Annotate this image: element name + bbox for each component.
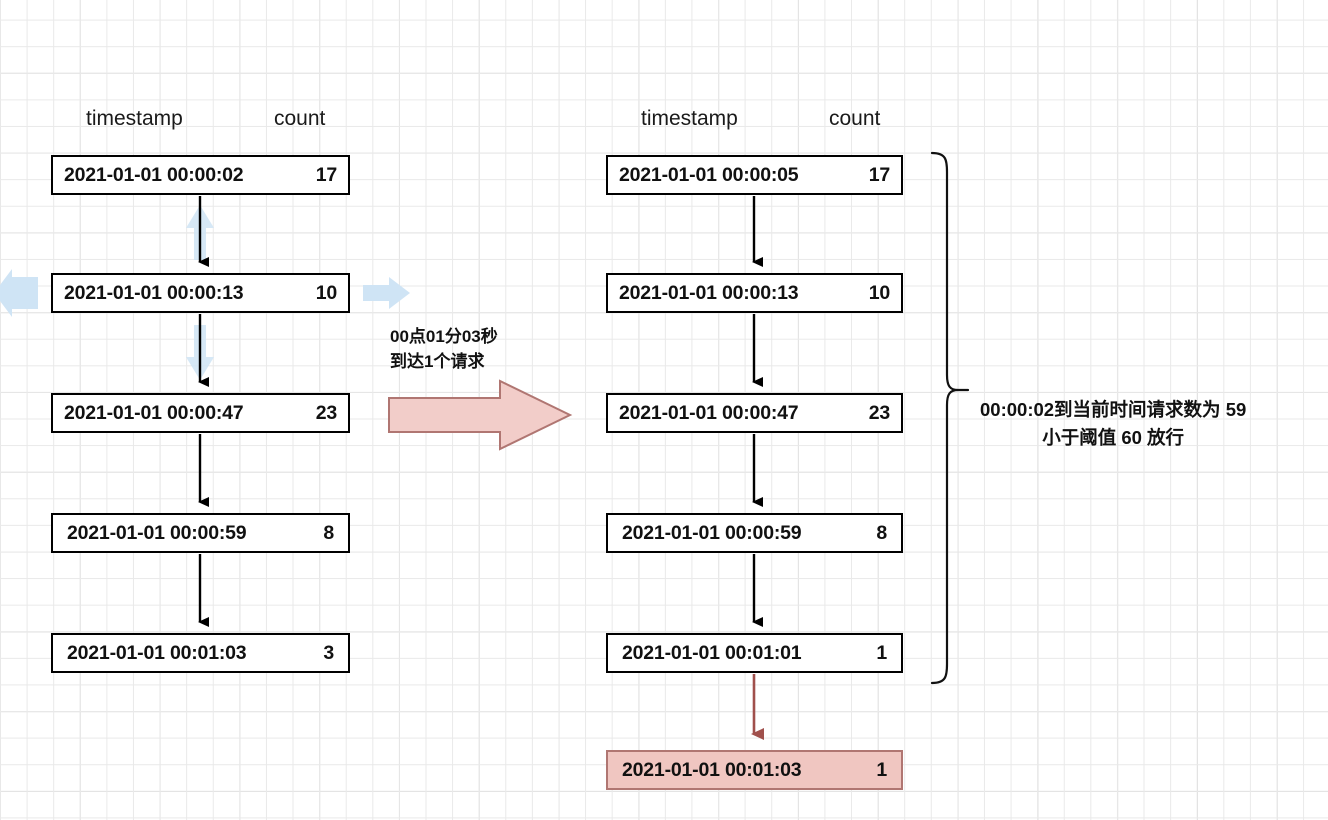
right-row-4-count: 8 [876, 521, 887, 544]
arrow-up-icon [186, 205, 214, 260]
block-arrow-right-icon [388, 379, 573, 451]
left-row-3[interactable]: 2021-01-01 00:00:47 23 [51, 393, 350, 433]
left-header-count: count [274, 107, 326, 130]
arrow-down-icon [186, 325, 214, 380]
right-header-count: count [829, 107, 881, 130]
right-new-row-timestamp: 2021-01-01 00:01:03 [622, 758, 802, 781]
right-row-5-count: 1 [876, 641, 887, 664]
right-new-row-count: 1 [876, 758, 887, 781]
transition-note-line2: 到达1个请求 [390, 351, 485, 371]
left-header-timestamp: timestamp [86, 107, 183, 130]
left-row-5[interactable]: 2021-01-01 00:01:03 3 [51, 633, 350, 673]
right-row-1-count: 17 [868, 163, 890, 186]
left-row-1-timestamp: 2021-01-01 00:00:02 [64, 163, 244, 186]
left-row-1-count: 17 [315, 163, 337, 186]
right-row-3[interactable]: 2021-01-01 00:00:47 23 [606, 393, 903, 433]
right-row-2[interactable]: 2021-01-01 00:00:13 10 [606, 273, 903, 313]
arrow-right-icon [363, 277, 410, 309]
left-row-1[interactable]: 2021-01-01 00:00:02 17 [51, 155, 350, 195]
left-row-3-count: 23 [315, 401, 337, 424]
right-row-1[interactable]: 2021-01-01 00:00:05 17 [606, 155, 903, 195]
left-row-4[interactable]: 2021-01-01 00:00:59 8 [51, 513, 350, 553]
right-row-3-count: 23 [868, 401, 890, 424]
curly-brace-icon [930, 151, 970, 685]
right-row-1-timestamp: 2021-01-01 00:00:05 [619, 163, 799, 186]
right-new-row[interactable]: 2021-01-01 00:01:03 1 [606, 750, 903, 790]
left-row-5-count: 3 [323, 641, 334, 664]
left-row-2[interactable]: 2021-01-01 00:00:13 10 [51, 273, 350, 313]
left-row-3-timestamp: 2021-01-01 00:00:47 [64, 401, 244, 424]
left-row-2-timestamp: 2021-01-01 00:00:13 [64, 281, 244, 304]
right-row-4[interactable]: 2021-01-01 00:00:59 8 [606, 513, 903, 553]
right-row-4-timestamp: 2021-01-01 00:00:59 [622, 521, 802, 544]
right-header-timestamp: timestamp [641, 107, 738, 130]
arrow-left-icon [0, 269, 38, 317]
transition-note: 00点01分03秒 到达1个请求 [390, 325, 498, 374]
right-row-2-timestamp: 2021-01-01 00:00:13 [619, 281, 799, 304]
brace-note-line1: 00:00:02到当前时间请求数为 59 [980, 399, 1247, 420]
brace-note: 00:00:02到当前时间请求数为 59 小于阈值 60 放行 [980, 396, 1246, 452]
left-row-4-timestamp: 2021-01-01 00:00:59 [67, 521, 247, 544]
right-row-5-timestamp: 2021-01-01 00:01:01 [622, 641, 802, 664]
left-row-5-timestamp: 2021-01-01 00:01:03 [67, 641, 247, 664]
right-row-2-count: 10 [868, 281, 890, 304]
brace-note-line2: 小于阈值 60 放行 [1042, 426, 1185, 448]
left-row-4-count: 8 [323, 521, 334, 544]
right-row-3-timestamp: 2021-01-01 00:00:47 [619, 401, 799, 424]
left-row-2-count: 10 [315, 281, 337, 304]
right-row-5[interactable]: 2021-01-01 00:01:01 1 [606, 633, 903, 673]
transition-note-line1: 00点01分03秒 [390, 327, 498, 346]
